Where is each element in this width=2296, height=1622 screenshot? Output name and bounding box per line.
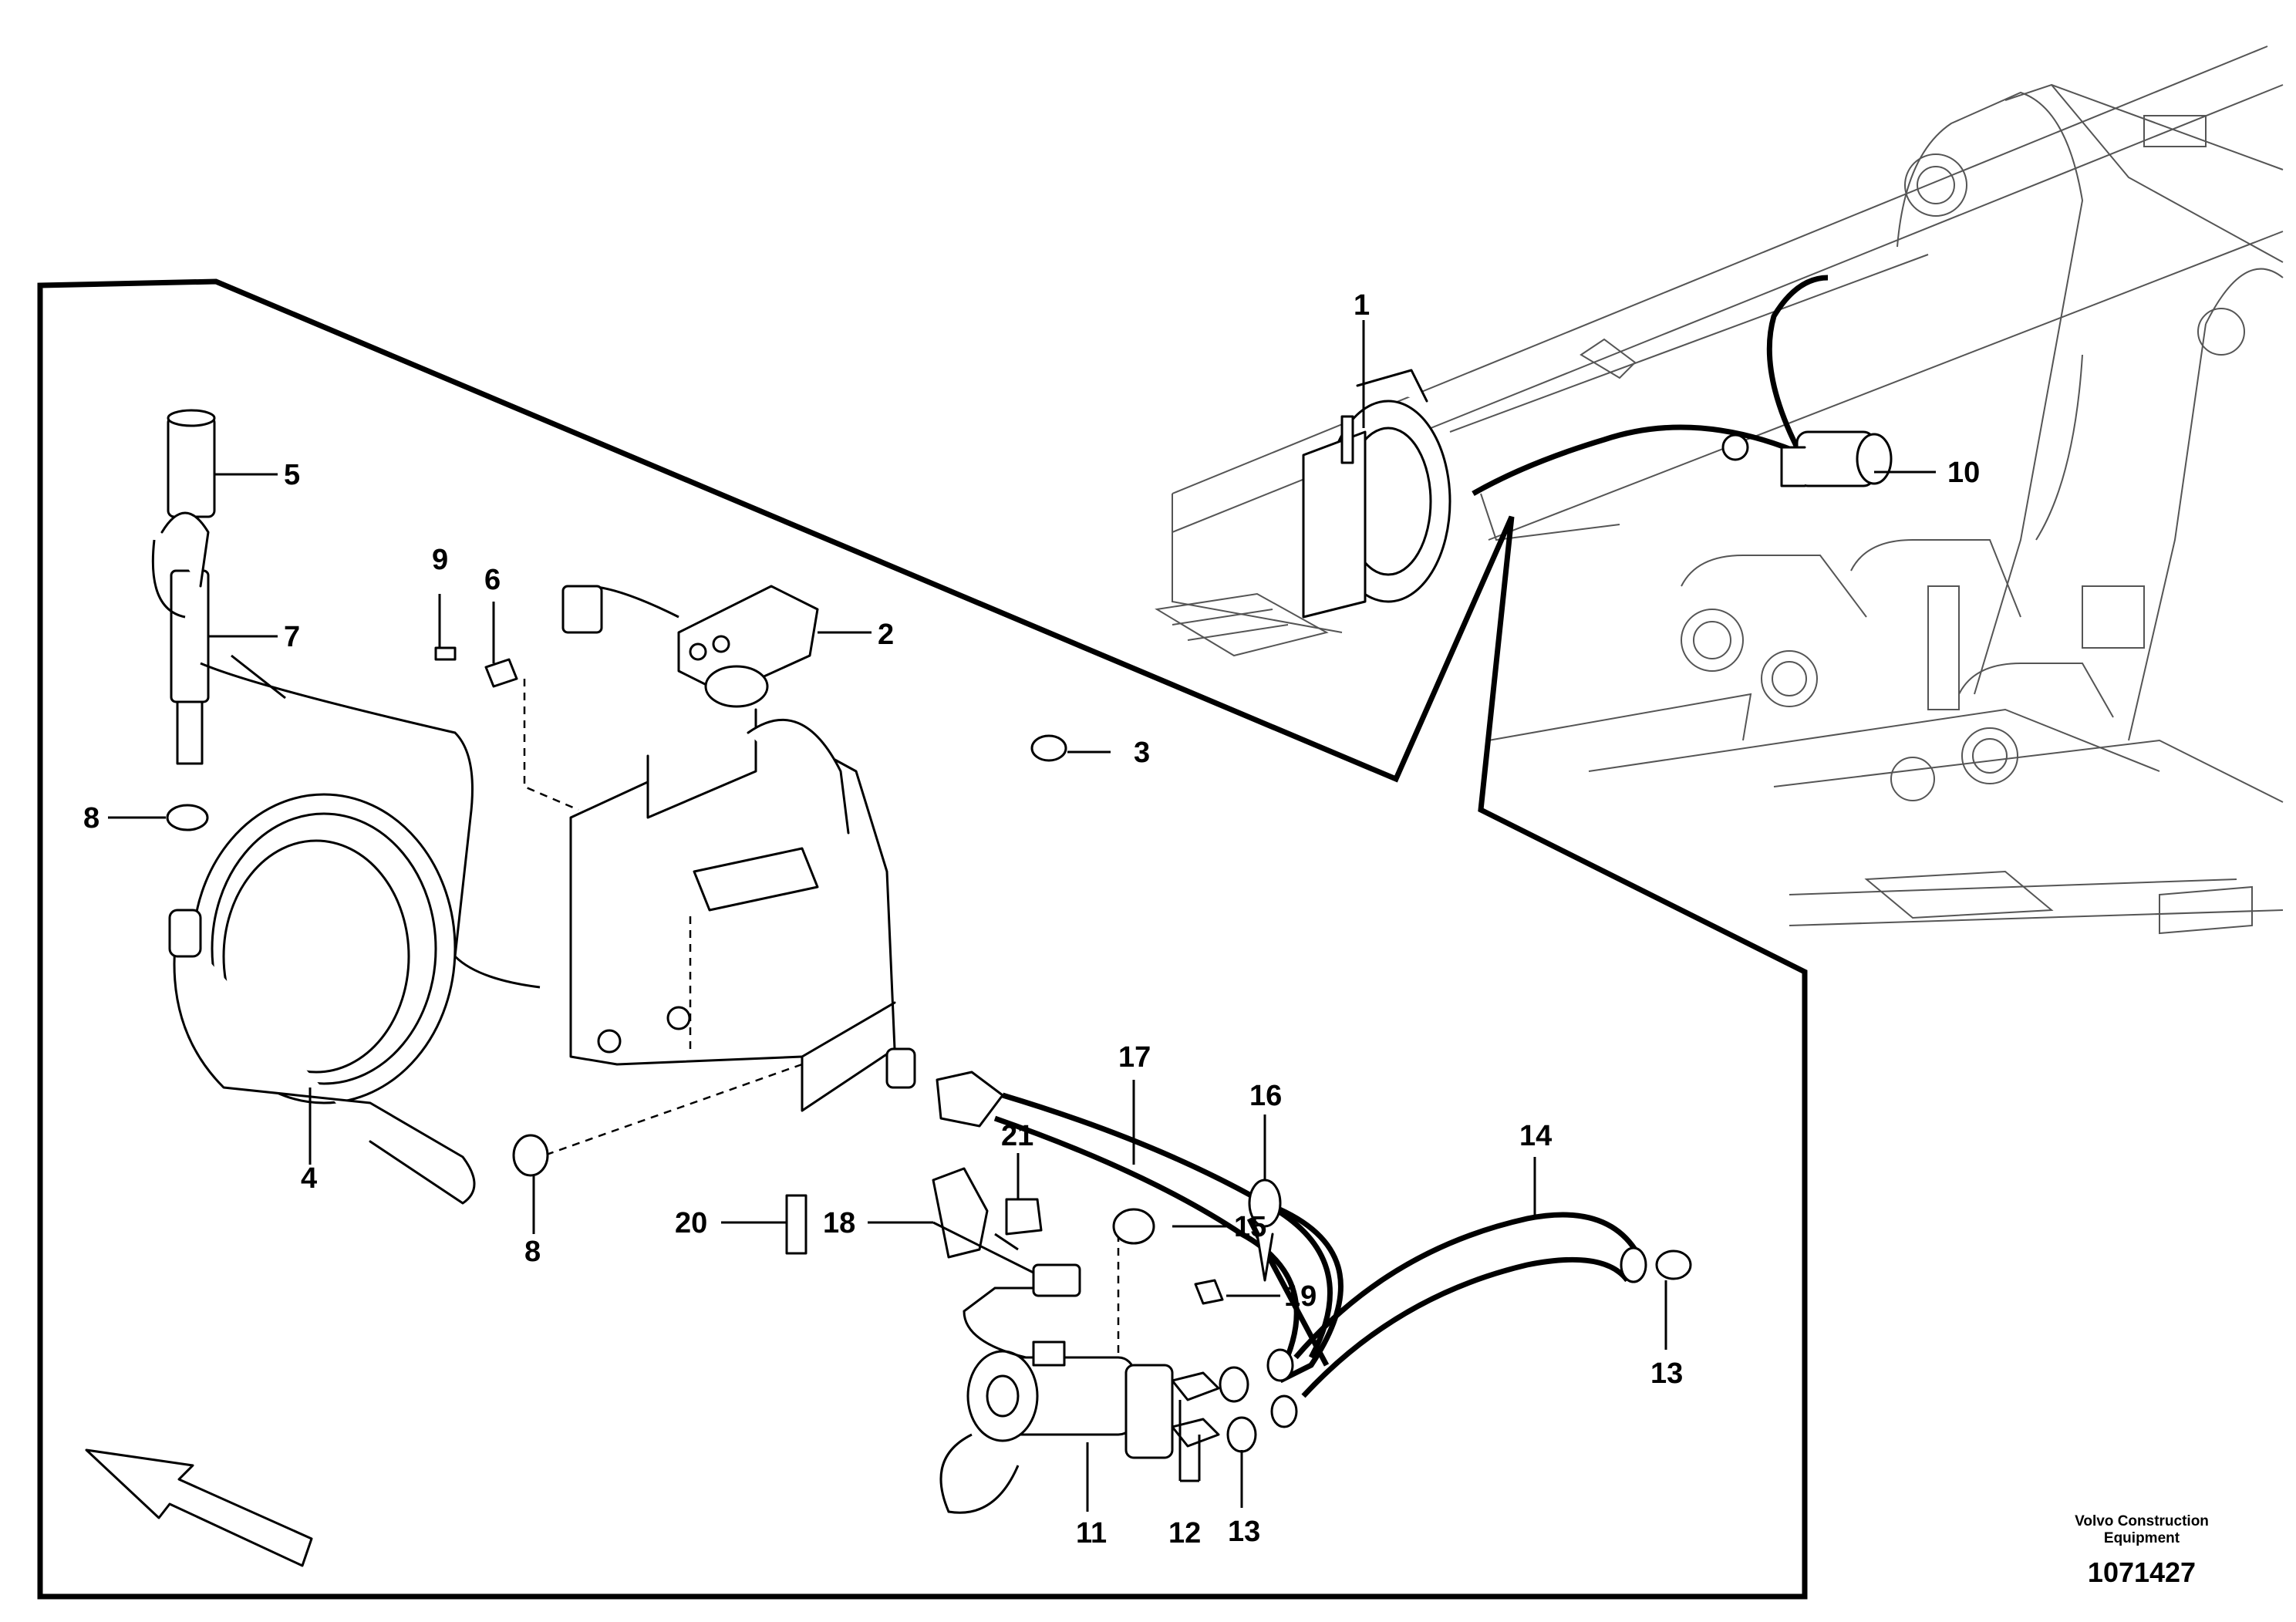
screw-small [434,646,457,661]
hose-clamp-13-lower-b [1226,1416,1257,1453]
callout-13-lower: 13 [1228,1516,1260,1548]
forward-arrow-icon [85,1448,313,1567]
hose-clamp-13-lower-a [1219,1366,1249,1403]
callout-10: 10 [1947,457,1980,489]
callout-18: 18 [823,1207,855,1239]
callout-labels: 1 2 3 4 5 6 7 8 8 9 10 11 12 13 13 14 15… [83,289,1980,1549]
nozzle-cap [167,409,216,518]
hose-14 [1293,1212,1637,1360]
callout-8-lower: 8 [524,1236,541,1268]
callout-8-upper: 8 [83,802,99,835]
washer [1030,734,1067,762]
callout-5: 5 [284,459,300,491]
mounting-bracket [569,708,896,1112]
callout-12: 12 [1168,1517,1201,1549]
pump-overview [1780,430,1893,487]
leader-lines [108,320,1936,1512]
hose-coil [168,793,476,1205]
main-hose [885,1047,1344,1384]
callout-19: 19 [1284,1280,1317,1313]
callout-7: 7 [284,621,300,653]
callout-13-right: 13 [1650,1357,1683,1390]
document-number: 1071427 [2087,1556,2197,1588]
callout-16: 16 [1249,1080,1282,1112]
hose-clamp-13-right [1655,1249,1692,1280]
brand-line-2: Equipment [2103,1530,2180,1546]
callout-1: 1 [1354,289,1370,322]
brand-line-1: Volvo Construction [2075,1513,2209,1529]
hose-clamp-upper [166,804,209,831]
bracket-18 [932,1167,989,1259]
switch-box [561,585,819,708]
machine-frame-overview [1155,46,2284,935]
callout-21: 21 [1001,1120,1033,1152]
screw-19 [1194,1279,1224,1305]
fitting-12-upper [1171,1371,1220,1401]
grommet-15 [1112,1208,1155,1245]
callout-3: 3 [1134,737,1150,769]
callout-15: 15 [1234,1211,1266,1243]
callout-6: 6 [484,564,501,596]
hose-clamp-lower [512,1134,549,1177]
hose-reel-overview [1302,369,1451,619]
bolt-20 [785,1194,807,1255]
fitting-12-lower [1171,1418,1220,1448]
callout-4: 4 [301,1162,317,1195]
callout-20: 20 [675,1207,707,1239]
callout-9: 9 [432,544,448,576]
callout-2: 2 [878,619,894,651]
pump-11 [939,1233,1174,1514]
callout-11: 11 [1076,1517,1107,1549]
detail-frame [37,278,1808,1600]
callout-17: 17 [1118,1041,1151,1074]
callout-14: 14 [1519,1120,1552,1152]
brand-label: Volvo Construction Equipment [2041,1513,2242,1547]
cable-clip [484,658,518,688]
grease-nozzle [151,511,210,765]
bolt-21 [1005,1198,1043,1236]
